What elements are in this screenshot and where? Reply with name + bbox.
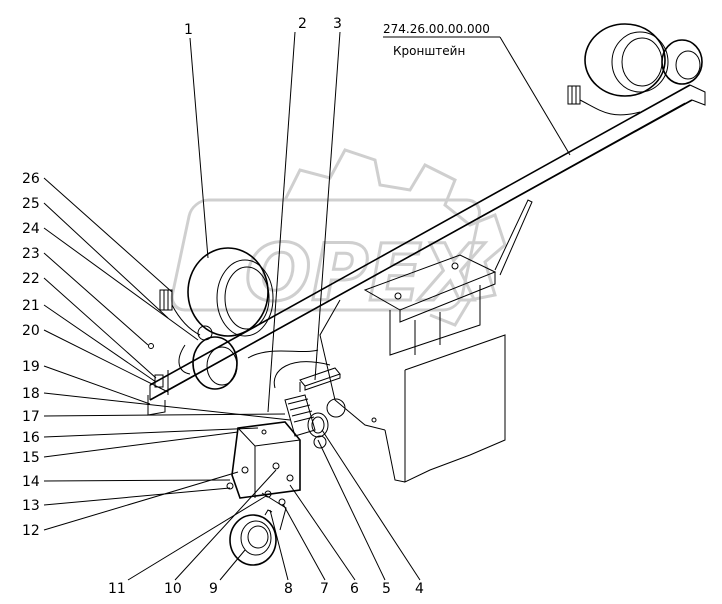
callout-24: 24 [22,221,40,237]
callout-18: 18 [22,386,40,402]
callout-11: 11 [108,581,126,597]
callout-16: 16 [22,430,40,446]
wiring-harness [247,349,341,392]
callout-3: 3 [333,16,342,32]
fasteners [226,482,287,531]
left-lamp-small [192,325,238,390]
mounting-plate [363,199,533,323]
assembly-code: 274.26.00.00.000 [383,22,490,36]
leader-lines [43,31,421,581]
callout-26: 26 [22,171,40,187]
right-lamp-large [584,23,669,97]
callout-2: 2 [298,16,307,32]
round-horn [229,509,277,566]
callout-1: 1 [184,22,193,38]
callout-19: 19 [22,359,40,375]
callout-17: 17 [22,409,40,425]
housing-box [319,285,481,431]
callout-9: 9 [209,581,218,597]
assembly-reference: 274.26.00.00.000 Кронштейн [383,22,571,156]
callout-25: 25 [22,196,40,212]
control-box [231,421,301,499]
callout-13: 13 [22,498,40,514]
watermark-text: OPEX [245,229,486,319]
callout-5: 5 [382,581,391,597]
callout-23: 23 [22,246,40,262]
side-panel [326,334,506,483]
callout-8: 8 [284,581,293,597]
callout-4: 4 [415,581,424,597]
right-clamp [567,85,641,116]
assembly-name: Кронштейн [393,44,465,58]
callout-numbers: 1 2 3 4 5 6 7 8 9 10 11 12 13 14 15 16 1… [22,16,424,597]
left-clamp [159,289,201,375]
callout-10: 10 [164,581,182,597]
left-lamp-large [187,247,274,337]
connector-block [284,394,329,449]
callout-21: 21 [22,298,40,314]
callout-14: 14 [22,474,40,490]
callout-22: 22 [22,271,40,287]
right-lamp-small [661,39,703,85]
callout-20: 20 [22,323,40,339]
callout-15: 15 [22,450,40,466]
callout-12: 12 [22,523,40,539]
callout-7: 7 [320,581,329,597]
callout-6: 6 [350,581,359,597]
